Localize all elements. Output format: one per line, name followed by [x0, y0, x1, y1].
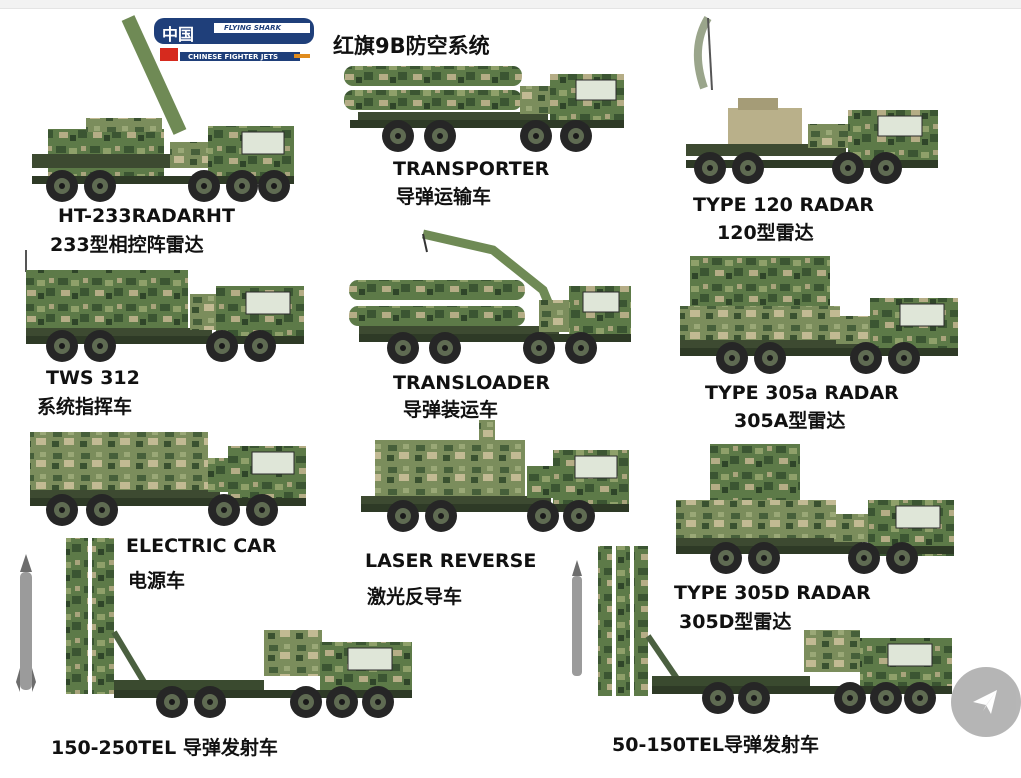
type305d-radar-vehicle — [672, 444, 962, 579]
transloader-zh-label: 导弹装运车 — [403, 399, 499, 421]
transloader-vehicle — [343, 220, 638, 370]
type305d-zh-label: 305D型雷达 — [679, 611, 792, 633]
type120-radar-vehicle — [668, 15, 948, 188]
transporter-zh-label: 导弹运输车 — [396, 186, 492, 208]
logo-graphic — [154, 18, 314, 61]
ht233-radar-vehicle — [20, 14, 310, 204]
transloader-en-label: TRANSLOADER — [393, 372, 551, 394]
ht233-en-label: HT-233RADARHT — [58, 205, 235, 227]
type305d-en-label: TYPE 305D RADAR — [674, 582, 871, 604]
laser-defense-vehicle — [357, 420, 637, 535]
tel50-launcher-vehicle — [568, 540, 963, 720]
tws312-zh-label: 系统指挥车 — [37, 396, 133, 418]
share-icon — [973, 690, 997, 714]
logo-tag-text: FLYING SHARK — [224, 24, 281, 32]
tws312-command-vehicle — [22, 250, 312, 365]
logo-main-text: 中国 — [162, 25, 195, 44]
type120-zh-label: 120型雷达 — [717, 222, 814, 244]
tws312-en-label: TWS 312 — [46, 367, 140, 389]
electric-en-label: ELECTRIC CAR — [126, 535, 277, 557]
transporter-en-label: TRANSPORTER — [393, 158, 550, 180]
electric-power-vehicle — [22, 428, 312, 528]
type120-en-label: TYPE 120 RADAR — [693, 194, 874, 216]
laser-en-label: LASER REVERSE — [365, 550, 537, 572]
logo-sub-text: CHINESE FIGHTER JETS — [188, 53, 279, 61]
type305a-radar-vehicle — [676, 256, 966, 376]
flying-shark-logo: 中国 FLYING SHARK CHINESE FIGHTER JETS — [154, 18, 314, 66]
type305a-en-label: TYPE 305a RADAR — [705, 382, 899, 404]
type305a-zh-label: 305A型雷达 — [734, 410, 846, 432]
tel50-label: 50-150TEL导弹发射车 — [612, 734, 820, 756]
tel150-launcher-vehicle — [14, 532, 424, 727]
share-button[interactable] — [951, 667, 1021, 737]
electric-zh-label: 电源车 — [128, 570, 186, 592]
laser-zh-label: 激光反导车 — [367, 586, 463, 608]
page-title: 红旗9B防空系统 — [333, 34, 490, 58]
ht233-zh-label: 233型相控阵雷达 — [50, 234, 204, 256]
tel150-label: 150-250TEL 导弹发射车 — [51, 737, 278, 759]
transporter-vehicle — [340, 60, 630, 160]
top-edge — [0, 0, 1021, 9]
